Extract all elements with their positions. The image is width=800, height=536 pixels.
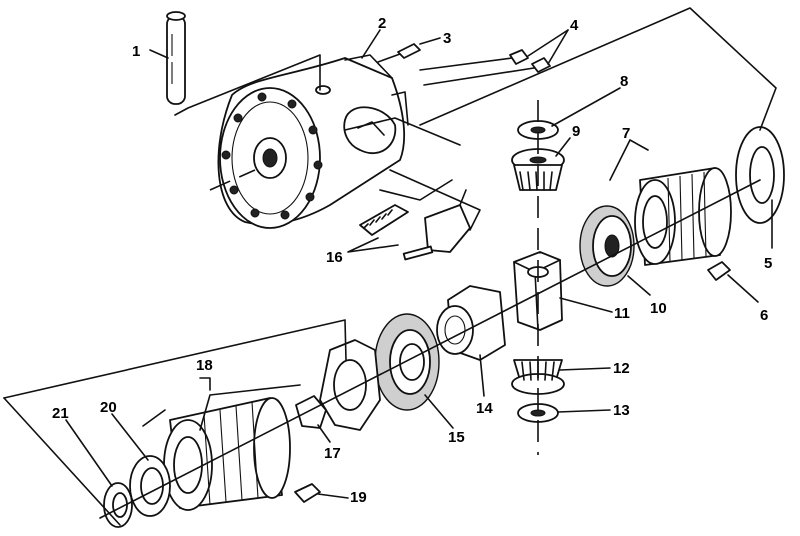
callout-17: 17 — [324, 445, 341, 462]
callout-15: 15 — [448, 429, 465, 446]
callout-6: 6 — [760, 307, 768, 324]
part-8-thrust-washer — [517, 120, 559, 140]
callout-18: 18 — [196, 357, 213, 374]
callout-4: 4 — [570, 17, 579, 34]
part-18-clutch-pack — [163, 397, 291, 511]
callout-10: 10 — [650, 300, 667, 317]
part-3-bolt — [377, 43, 421, 63]
assembly-lines — [3, 7, 777, 526]
part-21-shim — [103, 482, 133, 528]
callout-19: 19 — [350, 489, 367, 506]
callout-3: 3 — [443, 30, 451, 47]
callout-2: 2 — [378, 15, 386, 32]
callout-8: 8 — [620, 73, 628, 90]
part-15-clutch-disc — [374, 313, 440, 411]
part-17-guide-plate — [295, 339, 381, 431]
callout-1: 1 — [132, 43, 140, 60]
part-4-bolts — [419, 49, 551, 86]
part-9-pinion-gear — [511, 148, 565, 191]
part-7-clutch-pack — [634, 167, 732, 266]
callout-20: 20 — [100, 399, 117, 416]
part-14-side-gear — [436, 285, 506, 361]
part-10-side-gear — [579, 205, 635, 287]
callout-16: 16 — [326, 249, 343, 266]
callout-numbers: 1 2 3 4 5 6 7 8 9 10 11 12 13 14 15 16 1… — [52, 15, 772, 506]
part-5-shim — [735, 126, 785, 224]
callout-5: 5 — [764, 255, 772, 272]
callout-12: 12 — [613, 360, 630, 377]
callout-14: 14 — [476, 400, 493, 417]
part-6-clip — [707, 261, 731, 281]
part-19-clip — [294, 483, 321, 503]
callout-21: 21 — [52, 405, 69, 422]
callout-11: 11 — [614, 305, 630, 322]
leader-lines — [65, 29, 773, 499]
part-2-differential-case — [217, 54, 409, 229]
part-1-pin — [166, 11, 186, 105]
callout-7: 7 — [622, 125, 630, 142]
callout-13: 13 — [613, 402, 630, 419]
part-16-spring-assembly — [359, 189, 471, 261]
callout-9: 9 — [572, 123, 580, 140]
